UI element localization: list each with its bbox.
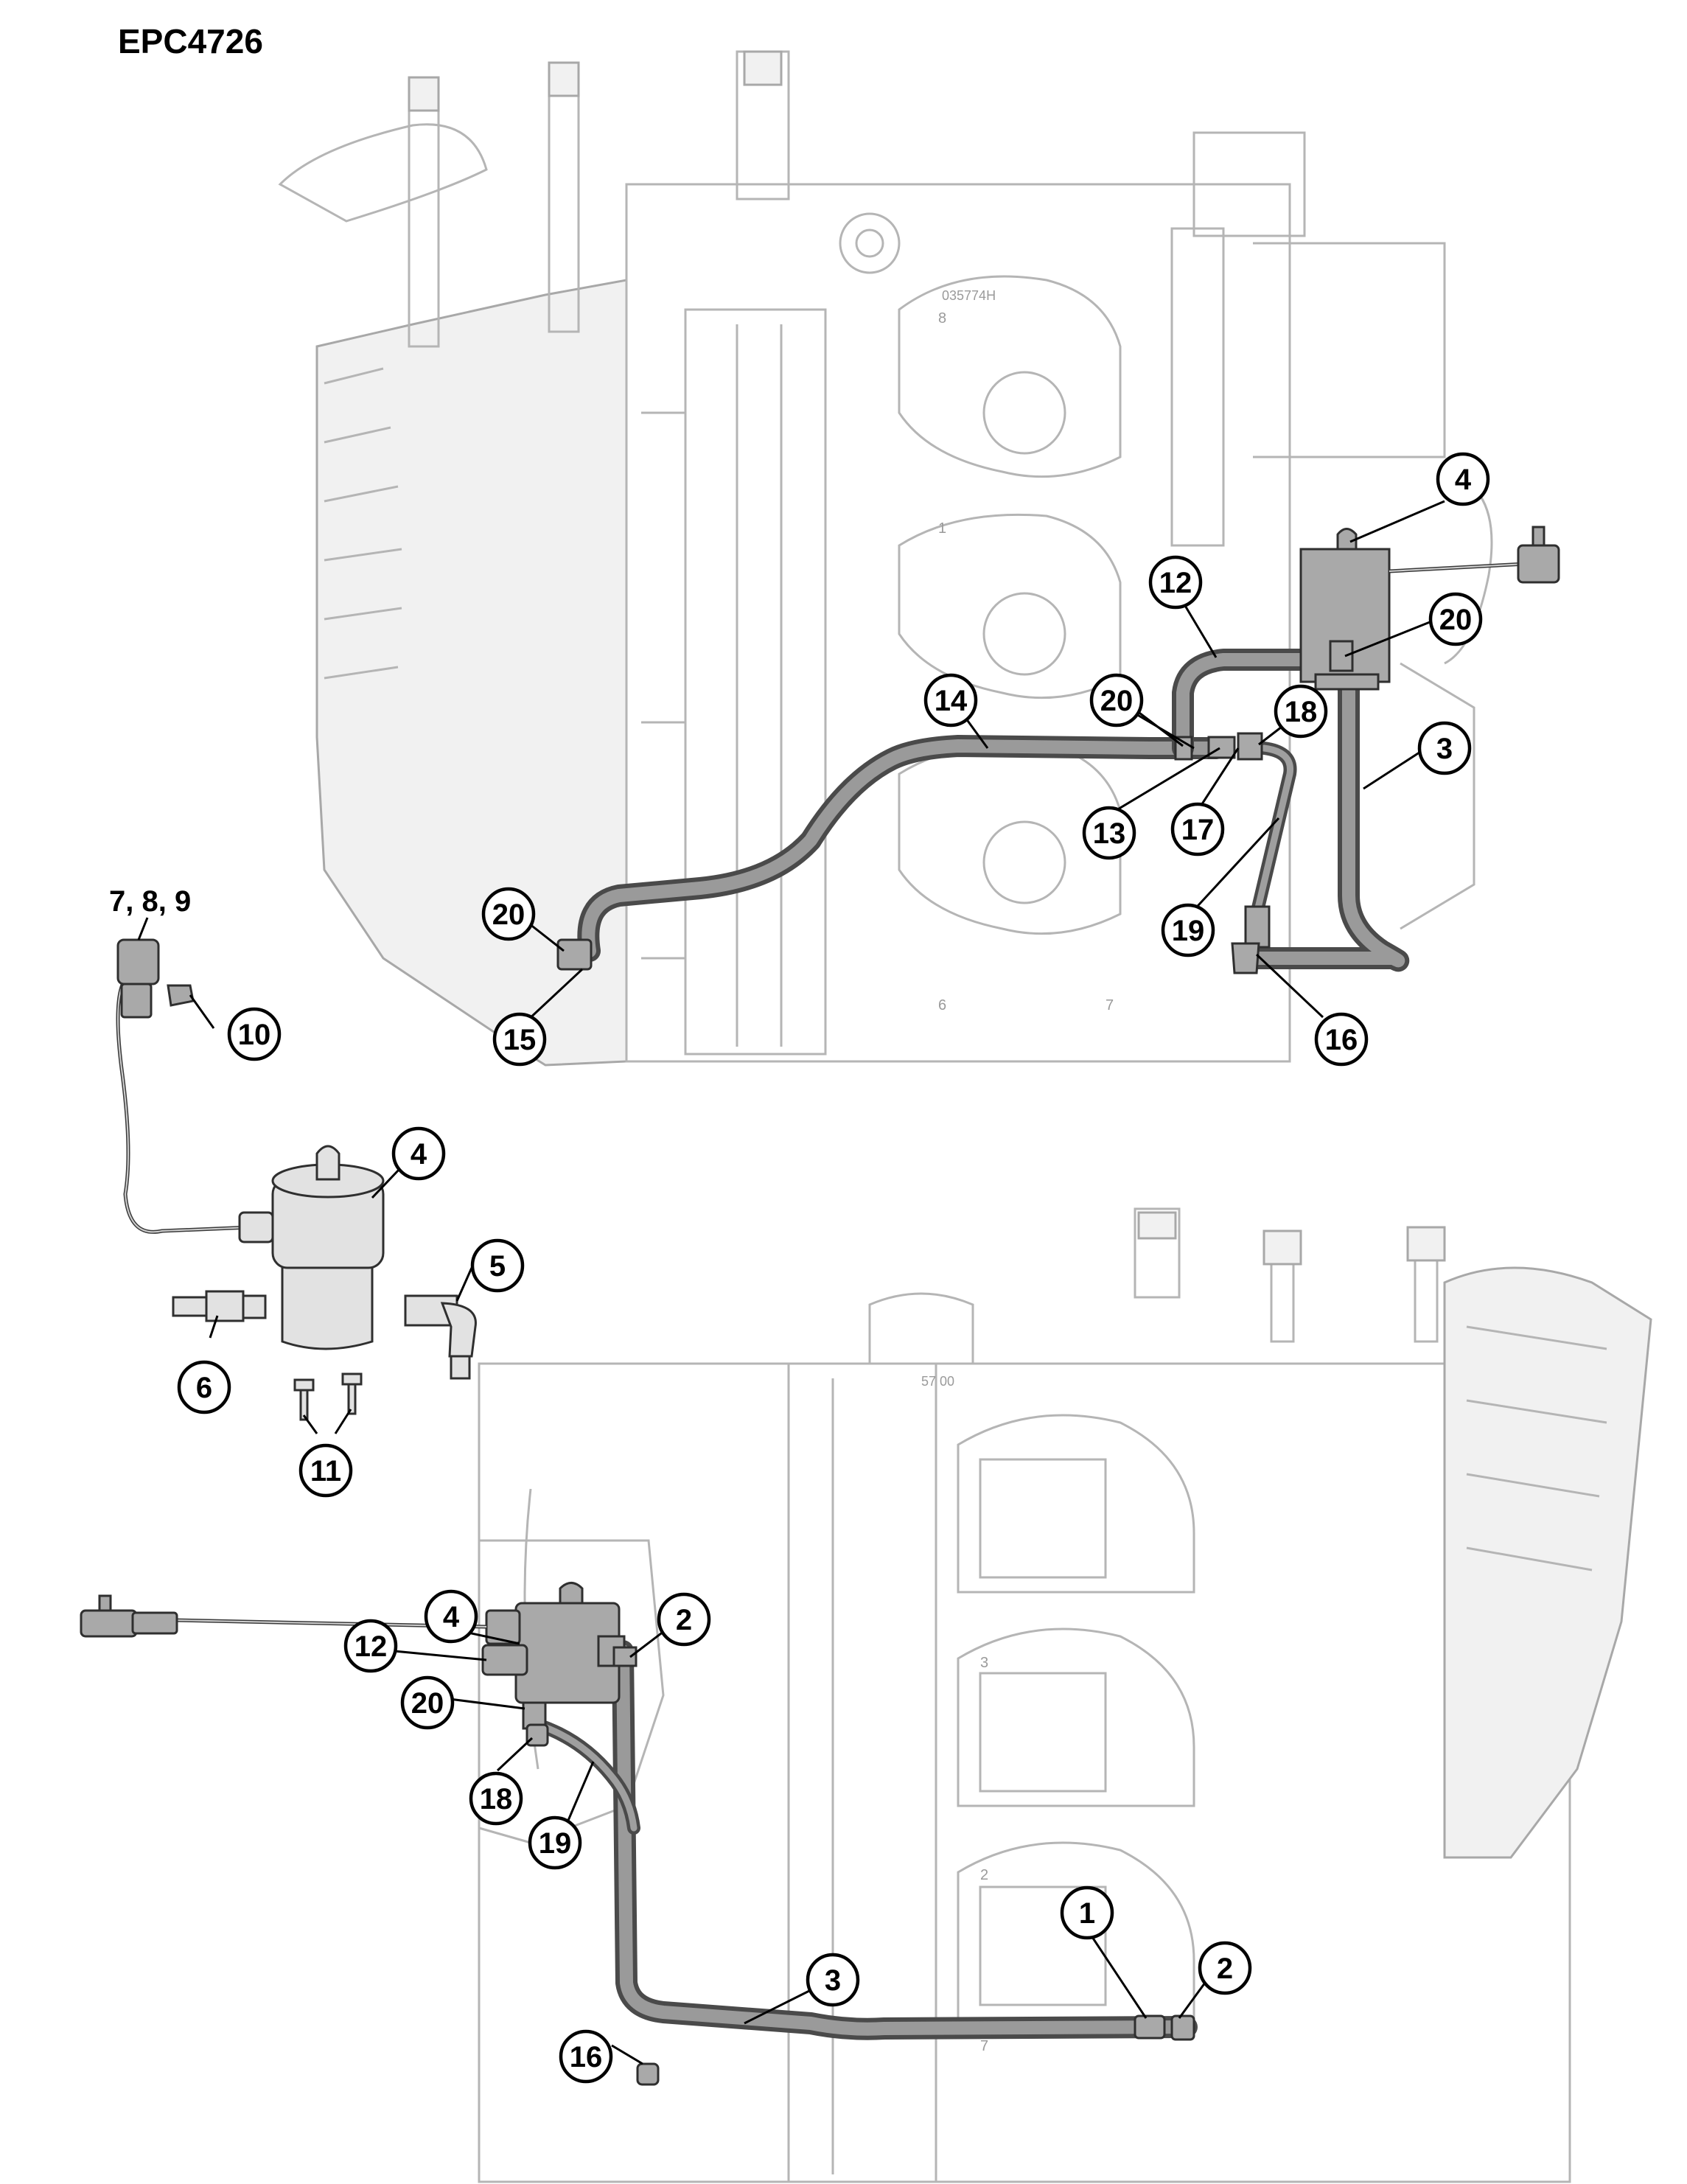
cylinder-mark: 3 [980,1655,988,1671]
svg-text:3: 3 [1436,733,1453,765]
callout-12: 12 [343,1619,398,1673]
svg-text:16: 16 [570,2041,603,2073]
callout-1: 1 [1060,1885,1114,1940]
bottom-hose-3 [612,1640,1198,2040]
svg-text:17: 17 [1181,814,1215,846]
fitting-6 [172,1290,267,1322]
callout-3: 3 [1417,721,1472,775]
svg-text:10: 10 [238,1019,271,1051]
callout-5: 5 [470,1238,525,1293]
callout-7-8-9: 7, 8, 9 [109,885,191,918]
callouts: 4 20 12 3 14 20 18 13 17 19 20 15 16 7, … [109,452,1490,2084]
svg-text:13: 13 [1093,817,1126,850]
svg-text:16: 16 [1325,1024,1358,1056]
svg-text:11: 11 [310,1455,341,1487]
callout-20: 20 [400,1675,455,1730]
fitting-12 [481,1644,528,1676]
callout-17: 17 [1170,802,1225,856]
engine-part-number: 035774H [942,288,996,303]
svg-text:4: 4 [411,1138,427,1171]
harness-connector-7-8-9 [116,938,160,985]
callout-20: 20 [1089,673,1144,728]
svg-text:5: 5 [489,1250,506,1283]
callout-20: 20 [481,887,536,941]
callout-4: 4 [424,1589,478,1644]
top-engine-outline: 035774H 8 1 6 7 [278,50,1493,1067]
callout-16: 16 [1314,1012,1369,1067]
svg-text:6: 6 [196,1372,212,1404]
svg-text:19: 19 [539,1827,572,1860]
callout-2: 2 [657,1592,711,1647]
callout-13: 13 [1082,806,1136,860]
svg-text:3: 3 [825,1964,841,1997]
cylinder-mark: 1 [938,520,946,537]
callout-15: 15 [492,1012,547,1067]
svg-text:18: 18 [480,1783,513,1815]
solenoid-valve-4 [238,1145,385,1350]
callout-19: 19 [528,1815,582,1870]
cylinder-mark: 2 [980,1867,988,1883]
figure-code: EPC4726 [118,22,263,60]
svg-text:4: 4 [1455,464,1472,496]
svg-text:15: 15 [503,1024,537,1056]
engine-part-number: 57 00 [921,1374,954,1389]
svg-text:14: 14 [935,685,968,717]
svg-text:1: 1 [1079,1897,1095,1930]
callout-19: 19 [1161,903,1215,957]
top-fittings [556,640,1354,974]
callout-2: 2 [1198,1941,1252,1995]
top-hose-14 [577,735,1227,962]
cylinder-mark: 7 [1106,997,1114,1013]
cylinder-mark: 8 [938,310,946,327]
callout-14: 14 [923,673,978,728]
svg-text:20: 20 [411,1687,444,1720]
svg-text:20: 20 [1100,685,1134,717]
svg-text:2: 2 [676,1604,692,1636]
top-hose-3 [1242,674,1410,972]
clip-10 [167,984,195,1007]
top-hose-19 [1250,742,1297,921]
elbow-fitting-5 [404,1294,477,1380]
svg-text:12: 12 [1159,567,1192,599]
callout-16: 16 [559,2029,613,2084]
svg-text:12: 12 [354,1630,388,1663]
callout-6: 6 [177,1360,231,1414]
svg-text:4: 4 [443,1601,460,1633]
screws-11 [293,1372,363,1421]
callout-10: 10 [227,1007,282,1061]
svg-text:20: 20 [1439,604,1473,636]
cylinder-mark: 6 [938,997,946,1013]
callout-12: 12 [1148,555,1203,610]
exploded-parts [116,938,477,1421]
callout-18: 18 [469,1771,523,1826]
leader-lines [137,500,1445,2065]
callout-4: 4 [391,1126,446,1181]
svg-text:2: 2 [1217,1953,1233,1985]
cylinder-mark: 7 [980,2038,988,2054]
svg-text:19: 19 [1172,915,1205,947]
callout-4: 4 [1436,452,1490,506]
top-hose-12 [1172,649,1360,759]
callout-3: 3 [806,1953,860,2007]
callout-11: 11 [298,1443,353,1498]
svg-text:20: 20 [492,899,525,931]
svg-text:18: 18 [1285,696,1318,728]
bottom-engine-outline: 57 00 3 2 7 [478,1207,1652,2183]
bottom-hose-19 [531,1718,640,1835]
callout-18: 18 [1274,684,1328,739]
callout-20: 20 [1428,592,1483,646]
